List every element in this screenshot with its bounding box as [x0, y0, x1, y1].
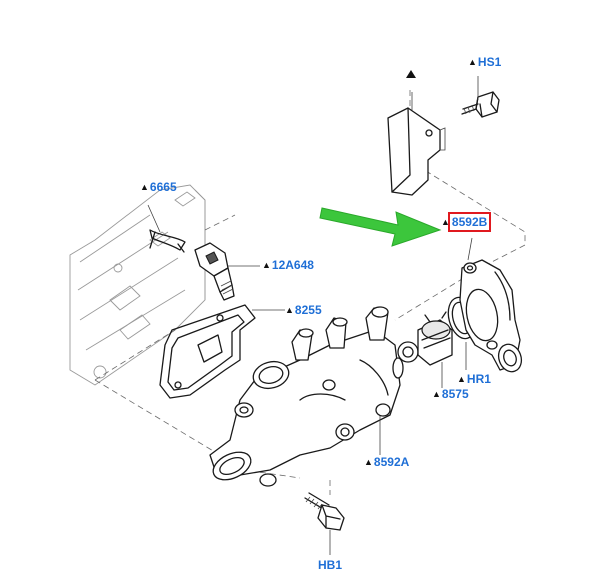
callout-8592B[interactable]: ▲8592B [441, 212, 492, 232]
heat-shield-bracket [387, 107, 446, 196]
callout-code: 8575 [441, 387, 469, 401]
callout-code: 8255 [294, 303, 322, 317]
callout-8592A[interactable]: ▲8592A [364, 455, 409, 469]
callout-6665[interactable]: ▲6665 [140, 180, 177, 194]
retaining-clip-6665 [149, 229, 186, 253]
triangle-up-icon: ▲ [140, 182, 149, 192]
temperature-sensor-12A648 [194, 242, 235, 301]
callout-hs1[interactable]: ▲HS1 [468, 55, 501, 69]
thermostat-cover-8592B [459, 259, 523, 373]
gasket-8255 [159, 304, 256, 399]
green-arrow-icon [319, 207, 442, 247]
callout-HB1[interactable]: HB1 [318, 558, 342, 572]
callout-12A648[interactable]: ▲12A648 [262, 258, 314, 272]
callout-HR1[interactable]: ▲HR1 [457, 372, 491, 386]
callout-8575[interactable]: ▲8575 [432, 387, 469, 401]
callout-code: HR1 [466, 372, 491, 386]
hs1-bolt [461, 91, 500, 118]
triangle-up-icon: ▲ [432, 389, 441, 399]
callout-code: HB1 [318, 558, 343, 572]
thermostat-8575 [397, 311, 453, 366]
engine-block-outline [69, 184, 206, 386]
triangle-up-icon: ▲ [364, 457, 373, 467]
triangle-up-icon: ▲ [262, 260, 271, 270]
triangle-up-icon: ▲ [285, 305, 294, 315]
callout-code: 12A648 [271, 258, 314, 272]
thermostat-housing-8592A [209, 306, 404, 487]
triangle-up-icon [406, 70, 416, 78]
triangle-up-icon: ▲ [457, 374, 466, 384]
callout-code: 8592A [373, 455, 410, 469]
callout-8255[interactable]: ▲8255 [285, 303, 322, 317]
triangle-up-icon: ▲ [441, 217, 450, 227]
callout-code-highlighted: 8592B [447, 212, 492, 232]
callout-code: 6665 [149, 180, 177, 194]
hb1-bolt [304, 492, 345, 531]
callout-leader-lines [147, 76, 479, 555]
triangle-up-icon: ▲ [468, 57, 477, 67]
callout-code: HS1 [477, 55, 502, 69]
